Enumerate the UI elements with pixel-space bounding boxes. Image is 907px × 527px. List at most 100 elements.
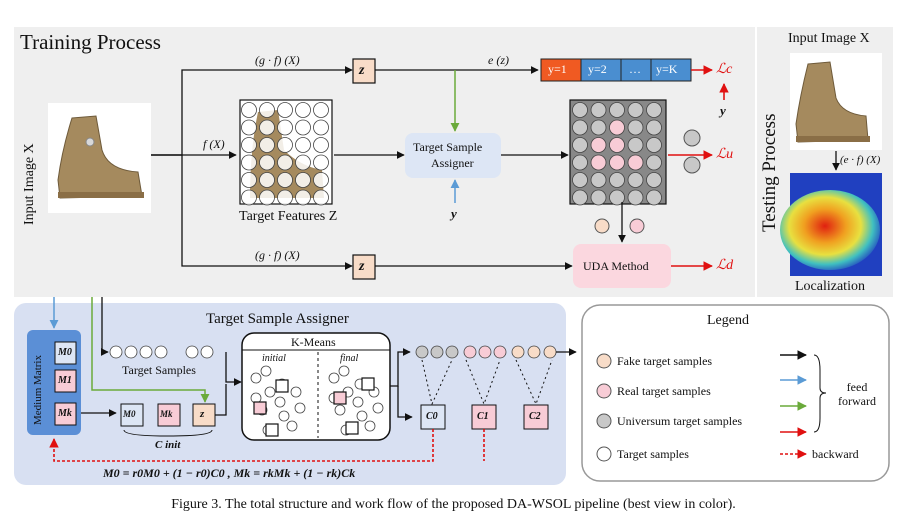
legend-universum-swatch: [596, 413, 612, 429]
uda-method-box: [573, 244, 671, 288]
feature-cell: [295, 172, 311, 188]
feature-cell: [259, 154, 275, 171]
training-title: Training Process: [20, 30, 161, 54]
c1-box: [471, 404, 497, 430]
assigned-cell: [627, 137, 644, 153]
target-sample-dot: [109, 345, 123, 359]
feature-cell: [277, 189, 293, 206]
output-sample-dot: [527, 345, 541, 359]
assigned-cell: [572, 137, 588, 153]
kmeans-final: final: [340, 353, 359, 364]
output-sample-dot: [445, 345, 459, 359]
update-equation: M0 = r0M0 + (1 − r0)C0 , Mk = rkMk + (1 …: [103, 466, 356, 480]
z-bottom-label: z: [359, 259, 365, 274]
target-sample-dot: [139, 345, 153, 359]
cluster-links: [421, 359, 553, 406]
assigned-cell: [609, 172, 625, 188]
m1-cell: [54, 369, 77, 393]
feature-cell: [295, 102, 311, 118]
assigned-cell: [590, 137, 607, 153]
cinit-mk: [157, 403, 181, 427]
real-sample: [629, 218, 645, 234]
feature-cell: [295, 137, 311, 153]
output-sample-dot: [430, 345, 444, 359]
universum-sample: [683, 156, 701, 174]
assigned-cell: [572, 154, 588, 171]
samples-to-kmeans: [225, 352, 242, 386]
feature-cell: [241, 137, 257, 153]
assigned-cell: [609, 137, 625, 153]
assigned-cell: [646, 119, 662, 136]
feature-cell: [277, 119, 293, 136]
output-sample-dot: [511, 345, 525, 359]
feature-cell: [241, 189, 257, 206]
loss-c: ℒc: [716, 62, 733, 77]
to-samples-arrow: [100, 297, 109, 356]
output-sample-dot: [493, 345, 507, 359]
feature-cell: [277, 172, 293, 188]
m1-label: M1: [58, 375, 72, 386]
test-input-image: [790, 53, 882, 150]
feature-cell: [313, 154, 329, 171]
assigned-cell: [590, 102, 607, 118]
legend-real: Real target samples: [617, 384, 711, 398]
kmeans-title: K-Means: [291, 335, 336, 349]
assigned-cell: [627, 172, 644, 188]
assigner-label-2: Assigner: [431, 156, 474, 170]
assigned-cell: [627, 119, 644, 136]
to-out-samples: [390, 348, 411, 387]
legend-real-swatch: [596, 383, 612, 399]
feature-cell: [259, 137, 275, 153]
feature-cell: [241, 154, 257, 171]
z-box-bottom: [352, 254, 376, 280]
edge-top-label: (g · f) (X): [255, 53, 300, 67]
feature-cell: [277, 102, 293, 118]
assigned-cell: [609, 102, 625, 118]
target-features-grid: [239, 99, 333, 206]
testing-input-label: Input Image X: [788, 31, 870, 46]
kmeans-point: [364, 420, 376, 432]
medium-matrix-label: Medium Matrix: [32, 355, 44, 425]
assigned-cell: [646, 154, 662, 171]
kmeans-point: [372, 402, 384, 414]
class-bar: [540, 58, 692, 82]
output-sample-dot: [415, 345, 429, 359]
assigned-cell: [646, 172, 662, 188]
cinit-to-kmeans: [215, 384, 227, 416]
cinit-z-label: z: [200, 408, 205, 420]
testing-edge-label: (e · f) (X): [840, 154, 881, 166]
assigned-cell: [609, 119, 625, 136]
assigned-cell: [627, 189, 644, 206]
target-sample-dot: [185, 345, 199, 359]
assigned-cell: [590, 154, 607, 171]
cinit-label: C init: [155, 439, 181, 451]
legend-target: Target samples: [617, 447, 689, 461]
legend-feed-forward: feed forward: [838, 380, 876, 409]
to-c0: [397, 386, 413, 421]
kmeans-point: [274, 396, 286, 408]
kmeans-point: [356, 410, 368, 422]
z-box-top: [352, 58, 376, 84]
kmeans-point: [286, 420, 298, 432]
legend-fake-swatch: [596, 353, 612, 369]
centroid-initial: [265, 423, 279, 437]
kmeans-point: [294, 402, 306, 414]
c0-label: C0: [426, 411, 438, 422]
mk-label: Mk: [58, 408, 72, 419]
edge-mid-label: f (X): [203, 137, 225, 151]
assigned-cell: [572, 119, 588, 136]
assigned-cell: [572, 102, 588, 118]
legend-universum: Universum target samples: [617, 414, 743, 428]
target-sample-dot: [124, 345, 138, 359]
output-samples-row: [415, 345, 557, 359]
feature-cell: [313, 189, 329, 206]
kmeans-point: [264, 386, 276, 398]
assigned-cell: [572, 189, 588, 206]
feature-cell: [313, 172, 329, 188]
assigner-label-1: Target Sample: [413, 140, 483, 154]
assigned-cell: [646, 137, 662, 153]
kmeans-initial: initial: [262, 353, 286, 364]
kmeans-point: [250, 372, 262, 384]
feature-cell: [295, 189, 311, 206]
